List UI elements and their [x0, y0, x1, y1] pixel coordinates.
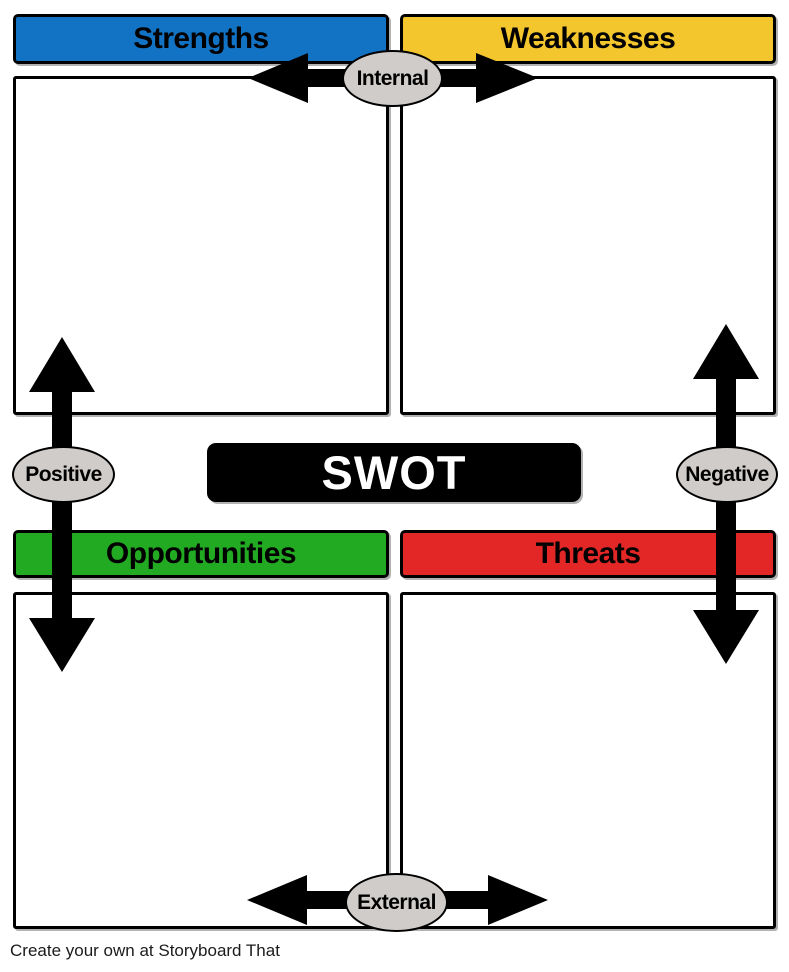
- weaknesses-label: Weaknesses: [500, 22, 676, 55]
- swot-title-banner: SWOT: [207, 443, 581, 502]
- negative-label: Negative: [685, 462, 769, 486]
- opportunities-label: Opportunities: [105, 537, 297, 570]
- threats-header: Threats: [400, 530, 776, 578]
- external-axis-oval: External: [345, 873, 448, 932]
- threats-label: Threats: [535, 537, 641, 570]
- opportunities-content-box: [13, 592, 389, 929]
- external-label: External: [357, 890, 436, 914]
- footer-attribution: Create your own at Storyboard That: [10, 941, 280, 960]
- internal-axis-oval: Internal: [342, 50, 443, 107]
- strengths-content-box: [13, 76, 389, 415]
- positive-axis-oval: Positive: [12, 446, 115, 503]
- positive-label: Positive: [25, 462, 102, 486]
- weaknesses-content-box: [400, 76, 776, 415]
- swot-title: SWOT: [321, 446, 467, 499]
- negative-axis-oval: Negative: [676, 446, 778, 503]
- weaknesses-header: Weaknesses: [400, 14, 776, 64]
- strengths-header: Strengths: [13, 14, 389, 64]
- opportunities-header: Opportunities: [13, 530, 389, 578]
- strengths-label: Strengths: [133, 22, 269, 55]
- internal-label: Internal: [356, 66, 429, 90]
- threats-content-box: [400, 592, 776, 929]
